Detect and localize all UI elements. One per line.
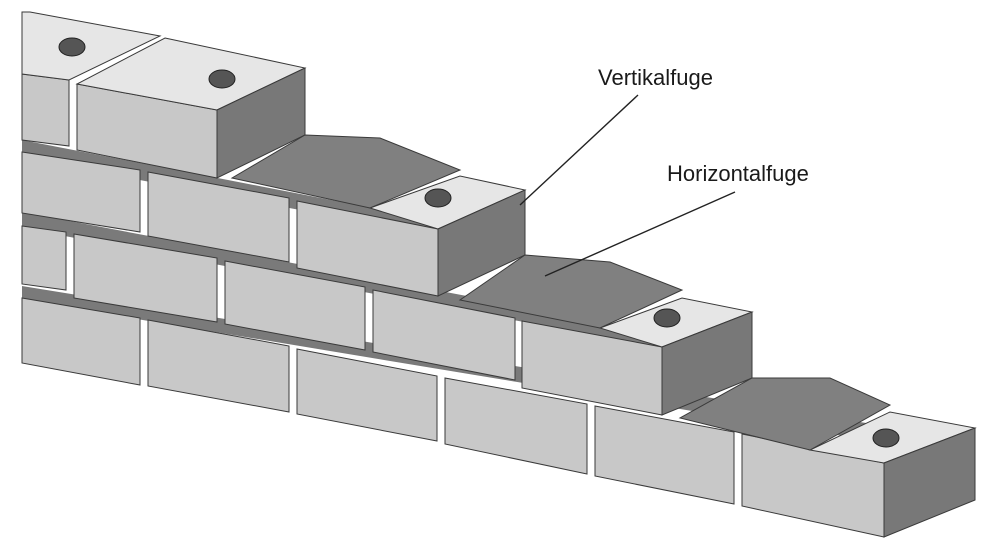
course-bottom <box>21 297 885 538</box>
course-third <box>21 225 663 416</box>
leader-line-vertical-joint <box>519 94 639 206</box>
hole-icon <box>58 37 86 57</box>
brick-sides <box>216 67 976 538</box>
hole-icon <box>653 308 681 328</box>
course-second <box>21 151 439 297</box>
hole-icon <box>424 188 452 208</box>
mortar-beds <box>230 134 892 451</box>
hole-icon <box>208 69 236 89</box>
label-horizontal-joint: Horizontalfuge <box>667 161 809 186</box>
label-vertical-joint: Vertikalfuge <box>598 65 713 90</box>
leader-line-horizontal-joint <box>544 191 736 277</box>
brick-holes <box>58 37 900 448</box>
hole-icon <box>872 428 900 448</box>
